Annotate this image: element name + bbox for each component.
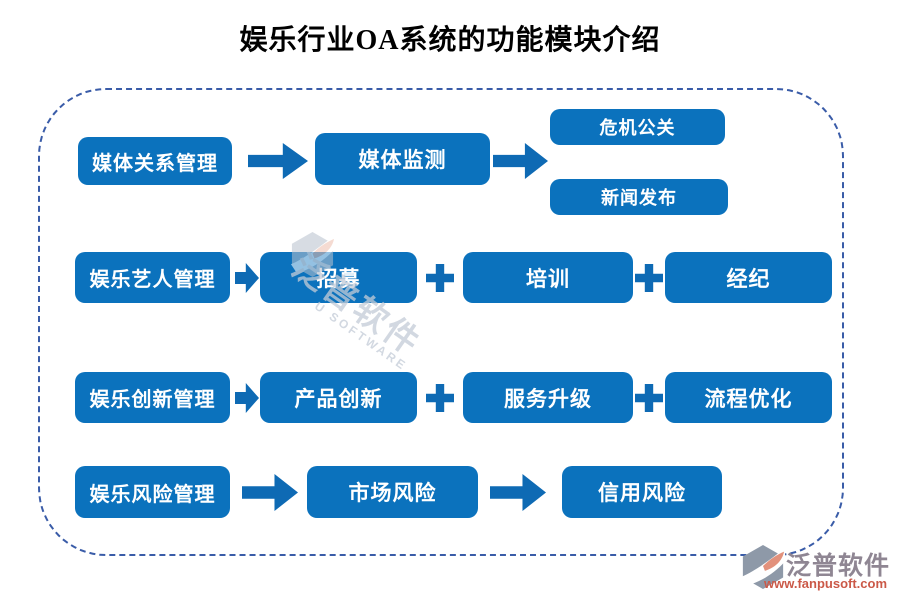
node-market-risk: 市场风险 (307, 466, 478, 518)
footer-logo: 泛普软件 www.fanpusoft.com (740, 544, 892, 596)
page-title: 娱乐行业OA系统的功能模块介绍 (239, 25, 661, 56)
fanpu-logo-icon (741, 544, 786, 590)
arrow-right-icon (235, 263, 259, 293)
plus-connector-icon (426, 384, 454, 412)
node-credit-risk: 信用风险 (562, 466, 722, 518)
node-risk-management: 娱乐风险管理 (75, 466, 230, 518)
node-recruitment: 招募 (260, 252, 417, 303)
arrow-right-icon (493, 143, 548, 179)
arrow-right-icon (490, 474, 546, 511)
plus-connector-icon (635, 384, 663, 412)
node-news-release: 新闻发布 (550, 179, 728, 215)
node-service-upgrade: 服务升级 (463, 372, 633, 423)
node-product-innovation: 产品创新 (260, 372, 417, 423)
footer-url-text: www.fanpusoft.com (764, 576, 888, 591)
node-innovation-management: 娱乐创新管理 (75, 372, 230, 423)
plus-connector-icon (426, 264, 454, 292)
arrow-right-icon (248, 143, 308, 179)
node-crisis-pr: 危机公关 (550, 109, 725, 145)
node-media-relations-management: 媒体关系管理 (78, 137, 232, 185)
arrow-right-icon (235, 383, 259, 413)
node-media-monitoring: 媒体监测 (315, 133, 490, 185)
arrow-right-icon (242, 474, 298, 511)
node-brokerage: 经纪 (665, 252, 832, 303)
dashed-frame (38, 88, 844, 556)
node-process-optimization: 流程优化 (665, 372, 832, 423)
plus-connector-icon (635, 264, 663, 292)
node-artist-management: 娱乐艺人管理 (75, 252, 230, 303)
footer-brand-text: 泛普软件 (786, 553, 891, 580)
node-training: 培训 (463, 252, 633, 303)
